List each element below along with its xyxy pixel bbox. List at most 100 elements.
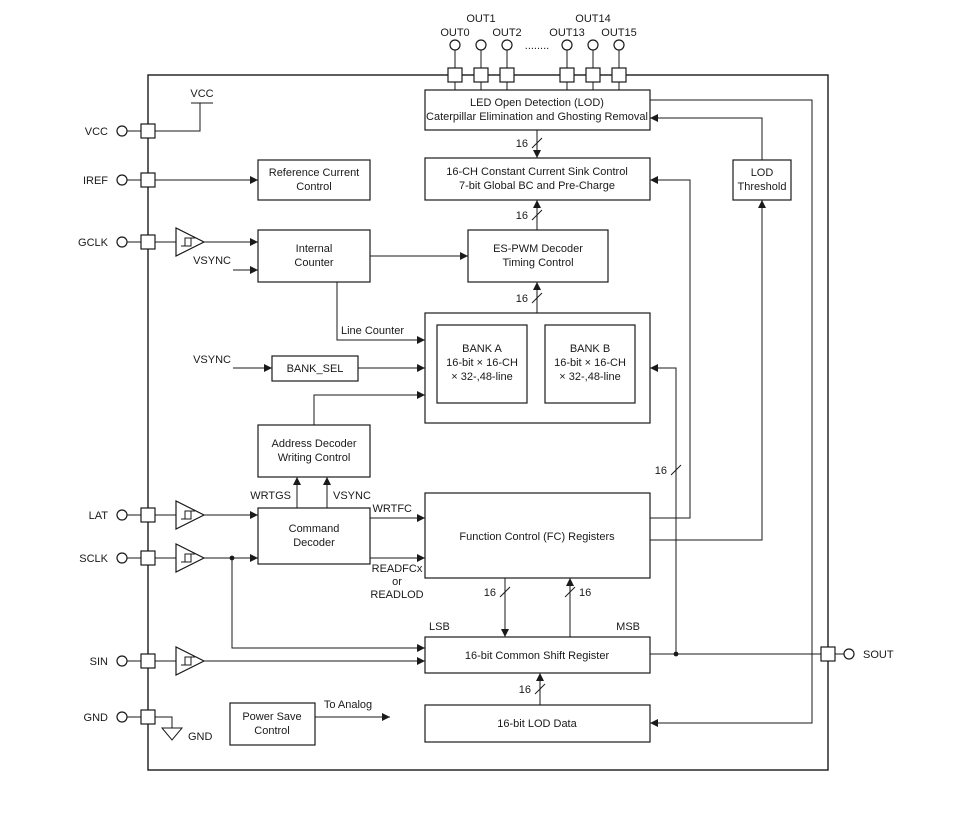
wire-fc-threshold xyxy=(650,200,766,541)
bus-width-label: 16 xyxy=(519,684,531,696)
wire-threshold-lod xyxy=(650,114,763,160)
power-save-label2: Control xyxy=(254,725,289,737)
pin-circle xyxy=(116,655,128,667)
block-bank-sel xyxy=(271,355,359,382)
pin-pad xyxy=(559,67,575,83)
pin-circle xyxy=(116,552,128,564)
cmd-decoder-label2: Decoder xyxy=(293,537,335,549)
hysteresis-mark xyxy=(181,238,192,247)
addr-decoder-label2: Writing Control xyxy=(278,452,351,464)
hysteresis-mark xyxy=(181,554,192,563)
power-save-label: Power Save xyxy=(242,711,301,723)
bus-slash xyxy=(534,683,546,695)
buffer-triangle xyxy=(175,646,206,676)
ref-current-label: Reference Current xyxy=(269,167,360,179)
junction-dot xyxy=(229,555,235,561)
pin-pad xyxy=(140,550,156,566)
pin-pad xyxy=(473,67,489,83)
hysteresis-mark xyxy=(184,553,195,562)
bus-slash xyxy=(531,209,543,221)
msb-label: MSB xyxy=(616,621,640,633)
pin-pad xyxy=(140,123,156,139)
left-pins: VCC IREF GCLK LAT SCLK SIN GND xyxy=(78,123,156,725)
cmd-decoder-label: Command xyxy=(289,523,340,535)
lod-threshold-label: LOD xyxy=(751,167,774,179)
pin-circle xyxy=(116,236,128,248)
wrtgs-label: WRTGS xyxy=(250,490,291,502)
addr-decoder-label: Address Decoder xyxy=(272,438,357,450)
wire-vcc xyxy=(155,103,201,132)
internal-counter-label2: Counter xyxy=(294,257,333,269)
pin-label-out1: OUT1 xyxy=(466,13,495,25)
block-shift-register xyxy=(424,636,651,674)
vsync-label-counter: VSYNC xyxy=(193,255,231,267)
schmitt-buffer-gclk-icon xyxy=(175,227,206,257)
top-pins: OUT0 OUT1 OUT2 ........ OUT13 OUT14 OUT1… xyxy=(440,13,637,90)
function-blocks xyxy=(229,89,792,746)
pin-pad xyxy=(140,234,156,250)
pin-label-out14: OUT14 xyxy=(575,13,610,25)
pin-circle xyxy=(843,648,855,660)
wires xyxy=(155,99,844,741)
internal-counter-label: Internal xyxy=(296,243,333,255)
pin-label-sin: SIN xyxy=(90,656,108,668)
block-espwm-decoder xyxy=(467,229,609,283)
wire-line-counter xyxy=(336,282,425,344)
readfcx-label: READFCx xyxy=(372,563,423,575)
to-analog-label: To Analog xyxy=(324,699,372,711)
right-pins: SOUT xyxy=(820,646,894,662)
pin-label-iref: IREF xyxy=(83,175,108,187)
pin-circle xyxy=(561,39,573,51)
pin-pad xyxy=(140,709,156,725)
pin-circle xyxy=(501,39,513,51)
lsb-label: LSB xyxy=(429,621,450,633)
lod-subtitle: Caterpillar Elimination and Ghosting Rem… xyxy=(426,111,648,123)
lod-threshold-label2: Threshold xyxy=(738,181,787,193)
pin-label-out13: OUT13 xyxy=(549,27,584,39)
buffer-triangle xyxy=(175,227,206,257)
wire-gnd xyxy=(155,716,173,728)
pins-ellipsis: ........ xyxy=(525,40,549,52)
bus-width-label: 16 xyxy=(516,138,528,150)
schmitt-buffers xyxy=(175,227,206,676)
pin-label-sout: SOUT xyxy=(863,649,894,661)
pin-circle xyxy=(449,39,461,51)
junction-dot xyxy=(673,651,679,657)
sink-control-label: 16-CH Constant Current Sink Control xyxy=(446,166,628,178)
pin-label-out0: OUT0 xyxy=(440,27,469,39)
schmitt-buffer-sclk-icon xyxy=(175,543,206,573)
bus-slash xyxy=(531,137,543,149)
pin-label-sclk: SCLK xyxy=(79,553,108,565)
bus-width-label: 16 xyxy=(516,210,528,222)
wire-fc-sink xyxy=(650,176,691,519)
bank-sel-label: BANK_SEL xyxy=(287,363,344,375)
vsync-label-banksel: VSYNC xyxy=(193,354,231,366)
block-address-decoder xyxy=(257,424,371,478)
bank-a-title: BANK A xyxy=(462,343,502,355)
bus-slash xyxy=(531,292,543,304)
pin-circle xyxy=(613,39,625,51)
espwm-label2: Timing Control xyxy=(502,257,573,269)
bus-slash xyxy=(499,586,511,598)
block-sink-control xyxy=(424,157,651,201)
block-lod xyxy=(424,89,651,131)
block-bank-b xyxy=(544,324,636,404)
bank-b-line3: × 32-,48-line xyxy=(559,371,620,383)
lod-title: LED Open Detection (LOD) xyxy=(470,97,604,109)
bank-a-line2: 16-bit × 16-CH xyxy=(446,357,518,369)
pin-label-vcc: VCC xyxy=(85,126,108,138)
gnd-rail-label: GND xyxy=(188,731,213,743)
pin-circle xyxy=(116,125,128,137)
wire-sclk-shift xyxy=(231,558,425,652)
block-internal-counter xyxy=(257,229,371,283)
hysteresis-mark xyxy=(181,511,192,520)
schmitt-buffer-sin-icon xyxy=(175,646,206,676)
bus-width-label: 16 xyxy=(484,587,496,599)
bus-width-label: 16 xyxy=(655,465,667,477)
block-labels: LED Open Detection (LOD) Caterpillar Eli… xyxy=(242,97,786,737)
vsync-label-addr: VSYNC xyxy=(333,490,371,502)
wrtfc-label: WRTFC xyxy=(372,503,412,515)
pin-circle xyxy=(116,174,128,186)
